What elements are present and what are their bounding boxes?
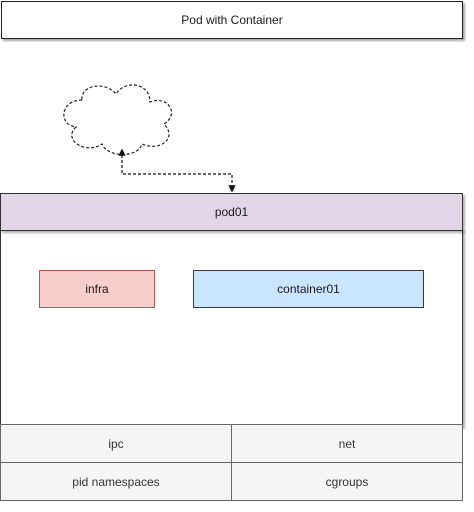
infra-container: infra	[39, 270, 155, 308]
resource-net: net	[231, 424, 463, 463]
cloud-icon	[63, 84, 172, 156]
cloud-to-pod-connector	[118, 148, 236, 193]
pod-header: pod01	[0, 193, 463, 231]
diagram-title: Pod with Container	[1, 1, 463, 39]
resource-ipc: ipc	[0, 424, 232, 463]
resource-cgroups: cgroups	[231, 462, 463, 501]
pod-body	[0, 229, 463, 427]
app-container: container01	[193, 270, 424, 308]
resource-pid-namespaces: pid namespaces	[0, 462, 232, 501]
